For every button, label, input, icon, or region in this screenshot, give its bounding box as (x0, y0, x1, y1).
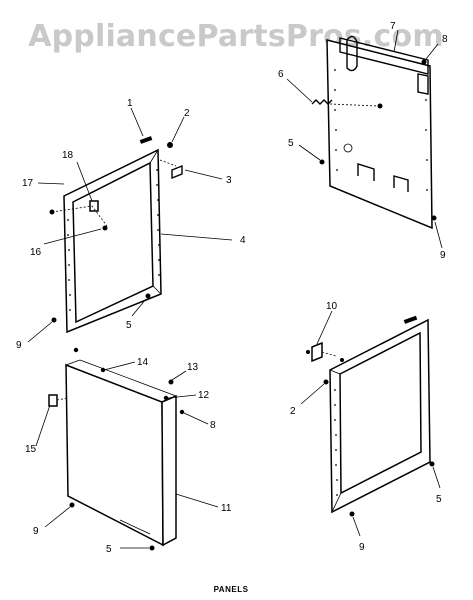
diagram-caption: PANELS (214, 585, 249, 594)
back-panel-assembly (311, 35, 437, 230)
callout-6: 6 (278, 69, 284, 80)
screw-9-part (69, 502, 75, 508)
callout-7: 7 (390, 21, 396, 32)
hose-part (346, 35, 358, 72)
watermark: AppliancePartsPros.com (28, 19, 444, 54)
screw-corner-part (51, 317, 57, 323)
callout-5: 5 (126, 320, 132, 331)
callout-17: 17 (22, 178, 34, 189)
bracket-10-part (311, 341, 323, 363)
callout-15: 15 (25, 444, 37, 455)
bracket-part (89, 200, 99, 212)
side-panel-assembly (48, 347, 185, 551)
callout-9-right: 9 (440, 250, 446, 261)
washer-12-part (163, 395, 169, 401)
callout-16: 16 (30, 247, 42, 258)
callout-9: 9 (16, 340, 22, 351)
screw-5-right-part (429, 461, 435, 467)
trim-strip-right-part (403, 315, 418, 324)
front-frame-assembly (306, 315, 435, 517)
callout-8-top: 8 (442, 34, 448, 45)
callout-10: 10 (326, 301, 338, 312)
screw-side-part (319, 159, 325, 165)
screw-top-part (421, 59, 427, 65)
back-panel (326, 39, 433, 230)
callout-1: 1 (127, 98, 133, 109)
callout-5-right: 5 (288, 138, 294, 149)
frame-panel-assembly (49, 136, 183, 334)
screw-base-part (431, 215, 437, 221)
side-panel-edge (161, 394, 177, 547)
clip-part (171, 164, 183, 180)
callout-3: 3 (226, 175, 232, 186)
screw-left-part (49, 209, 55, 215)
side-panel (65, 363, 164, 547)
screw-bottom-part (145, 293, 151, 299)
callout-2: 2 (184, 108, 190, 119)
callout-5-bottom: 5 (106, 544, 112, 555)
screw-13-part (168, 379, 174, 385)
screw-part (167, 142, 173, 148)
bracket-left-part (48, 394, 58, 407)
screw-2-part (323, 379, 329, 385)
spring-part (311, 99, 333, 105)
front-frame-inner (339, 331, 422, 495)
callout-9-right-bottom: 9 (359, 542, 365, 553)
screw-9-right-part (349, 511, 355, 517)
fastener-part (102, 225, 108, 231)
callout-5-right-bottom: 5 (436, 494, 442, 505)
screw-5-part (149, 545, 155, 551)
callout-4: 4 (240, 235, 246, 246)
callout-9-bottom: 9 (33, 526, 39, 537)
callout-14: 14 (137, 357, 149, 368)
callout-11: 11 (221, 503, 232, 514)
top-channel-part (339, 37, 429, 75)
trim-strip-part (139, 136, 153, 144)
callout-8: 8 (210, 420, 216, 431)
callout-12: 12 (198, 390, 210, 401)
callout-13: 13 (187, 362, 199, 373)
callout-2-right: 2 (290, 406, 296, 417)
callout-18: 18 (62, 150, 74, 161)
